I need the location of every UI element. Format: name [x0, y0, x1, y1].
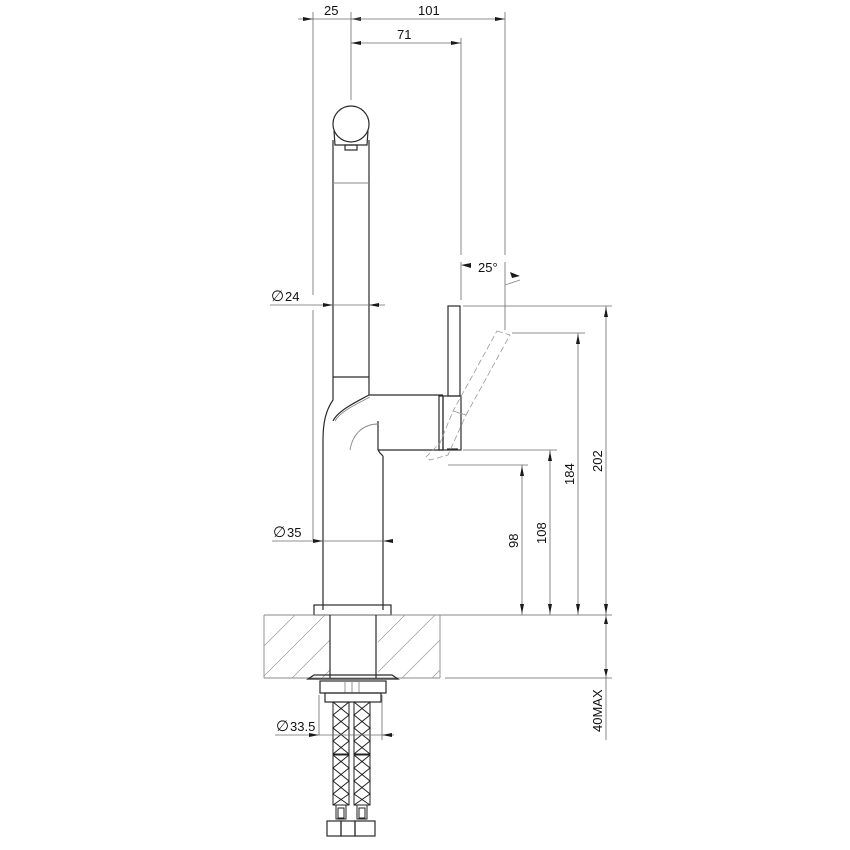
- dim-35-label: 35: [287, 525, 301, 540]
- diameter-symbol: ∅: [276, 718, 289, 735]
- diameter-35-dimension: ∅ 35: [272, 524, 393, 543]
- dim-101-label: 101: [418, 3, 440, 18]
- base-flange: [313, 604, 392, 616]
- handle-rotated-ghost: [425, 279, 521, 461]
- braided-supply-hoses: [326, 701, 376, 837]
- countertop-section: [263, 614, 612, 679]
- diameter-symbol: ∅: [273, 524, 286, 541]
- faucet-body: [322, 105, 462, 610]
- dim-25-label: 25: [324, 3, 338, 18]
- dim-24-label: 24: [285, 289, 299, 304]
- diameter-24-dimension: ∅ 24: [270, 288, 385, 307]
- diameter-33-5-dimension: ∅ 33.5: [275, 695, 394, 740]
- angle-25-label: 25°: [478, 260, 498, 275]
- dim-184-label: 184: [562, 463, 577, 485]
- dim-71-label: 71: [397, 27, 411, 42]
- dim-202-label: 202: [590, 450, 605, 472]
- diameter-symbol: ∅: [271, 288, 284, 305]
- top-dimension-group: 25 101 71: [298, 3, 506, 540]
- dim-33-5-label: 33.5: [290, 719, 315, 734]
- angle-dimension: 25°: [461, 260, 520, 278]
- dim-108-label: 108: [534, 522, 549, 544]
- vertical-dimensions: 98 108 184 202 40MAX: [448, 305, 612, 740]
- dim-40max-label: 40MAX: [590, 689, 605, 732]
- dim-98-label: 98: [506, 534, 521, 548]
- fixing-nut: [306, 674, 400, 703]
